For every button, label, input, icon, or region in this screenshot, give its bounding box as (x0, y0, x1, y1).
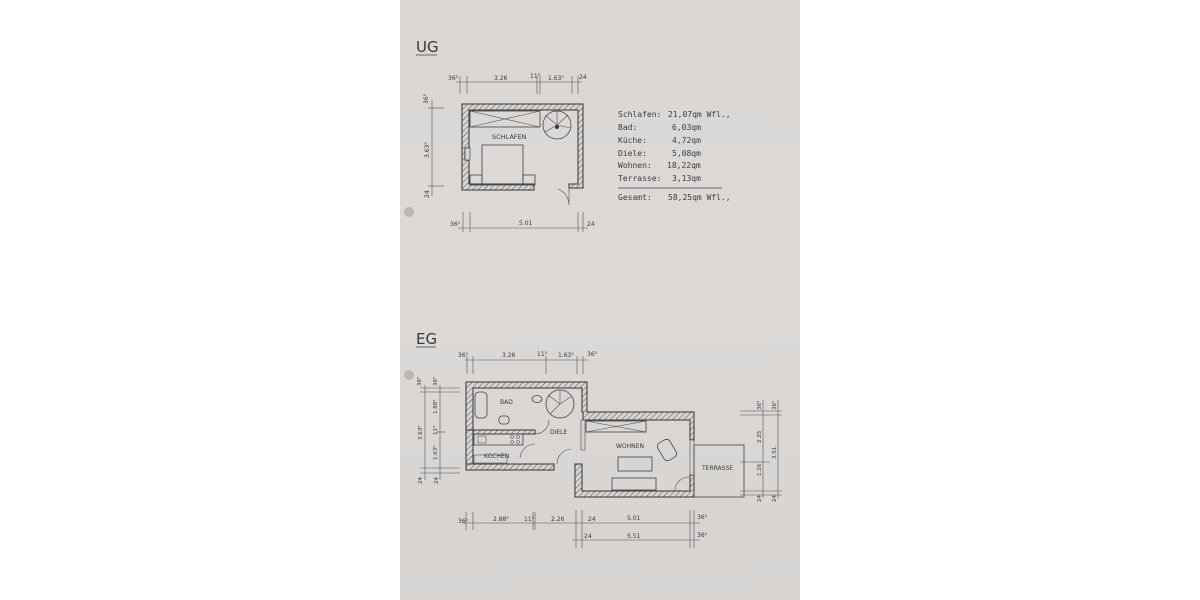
room-label-diele: DIELE (550, 429, 568, 436)
toilet (531, 395, 543, 403)
area-value: 21,07qm Wfl., (668, 110, 731, 119)
dim-label: 36⁵ (756, 401, 763, 410)
area-value: 4,72qm (672, 136, 701, 145)
dim-label: 3.26 (494, 75, 508, 82)
dim-label: 1.88⁵ (432, 400, 439, 414)
door-swing (534, 419, 550, 435)
dim-label: 36⁵ (697, 532, 708, 539)
ug-outer-wall (461, 103, 584, 191)
dim-label: 5.01 (519, 220, 533, 227)
wardrobe (469, 110, 541, 128)
dim-label: 36⁵ (458, 352, 469, 359)
dim-label: 24 (757, 495, 763, 502)
dim-label: 36⁵ (771, 401, 778, 410)
dim-label: 1.26 (757, 463, 763, 476)
door-swing (519, 443, 536, 459)
dim-label: 3.51 (772, 447, 778, 459)
area-label: Bad: (618, 123, 637, 132)
dim-label: 1.63⁵ (558, 352, 574, 359)
dim-label: 11⁵ (530, 73, 541, 80)
dim-label: 11⁵ (537, 351, 548, 358)
dim-label: 36⁵ (432, 377, 439, 386)
eg-plan: EG 36⁵ 3.26 11⁵ 1.63⁵ 36⁵ 36⁵ 36⁵ 1.88⁵ … (416, 330, 782, 548)
dim-label: 36⁵ (423, 93, 430, 104)
door-swing (674, 476, 690, 492)
dim-label: 24 (587, 221, 595, 228)
washbasin (498, 415, 510, 425)
dim-label: 11⁵ (524, 516, 535, 523)
dim-label: 11⁵ (432, 426, 439, 435)
punch-hole (404, 370, 414, 380)
area-table: Schlafen: 21,07qm Wfl., Bad: 6,03qm Küch… (618, 110, 731, 202)
eg-wall-south (574, 463, 695, 498)
dim-label: 24 (584, 533, 592, 540)
dim-label: 24 (424, 190, 431, 198)
dim-label: 36⁵ (587, 351, 598, 358)
wardrobe (585, 420, 647, 433)
room-label-terrasse: TERRASSE (701, 465, 733, 472)
terrace (693, 444, 745, 498)
kitchen-counter (473, 433, 524, 446)
sofa (611, 477, 657, 491)
door-swing (556, 448, 572, 465)
ug-title: UG (416, 38, 439, 56)
dim-label: 5.01 (627, 515, 641, 522)
table (617, 456, 653, 472)
dim-label: 1.63⁵ (432, 446, 439, 460)
dim-label: 36⁵ (697, 514, 708, 521)
total-label: Gesamt: (618, 193, 652, 202)
area-value: 3,13qm (672, 174, 701, 183)
dim-label: 2.25 (757, 430, 763, 443)
area-label: Wohnen: (618, 161, 652, 170)
dim-label: 3.63⁵ (417, 426, 424, 440)
dim-label: 24 (588, 516, 596, 523)
bed (481, 144, 524, 186)
eg-title: EG (416, 330, 437, 348)
door-swing (557, 188, 570, 206)
ug-plan: UG 36⁵ 3.26 11⁵ 1.63⁵ 24 36⁵ 3.63⁵ 24 SC… (416, 38, 595, 232)
floor-plan-sheet: UG 36⁵ 3.26 11⁵ 1.63⁵ 24 36⁵ 3.63⁵ 24 SC… (400, 0, 800, 600)
dim-label: 36⁵ (458, 518, 469, 525)
area-value: 5,08qm (672, 149, 701, 158)
punch-hole (404, 207, 414, 217)
area-label: Diele: (618, 149, 647, 158)
dim-label: 24 (579, 74, 587, 81)
dim-label: 1.63⁵ (548, 75, 564, 82)
dim-label: 36⁵ (416, 377, 423, 386)
area-label: Schlafen: (618, 110, 661, 119)
total-value: 58,25qm Wfl., (668, 193, 731, 202)
dim-label: 2.88⁵ (493, 516, 509, 523)
terrace-door (689, 439, 695, 476)
room-label-wohnen: WOHNEN (616, 443, 644, 450)
area-value: 18,22qm (667, 161, 701, 170)
armchair (657, 438, 677, 462)
dim-label: 3.26 (502, 352, 516, 359)
dim-label: 36⁵ (450, 221, 461, 228)
dim-label: 24 (772, 495, 778, 502)
room-label-schlafen: SCHLAFEN (492, 133, 527, 141)
area-value: 6,03qm (672, 123, 701, 132)
dim-label: 5.51 (627, 533, 641, 540)
bathtub (474, 391, 488, 419)
floor-plan-drawing: UG 36⁵ 3.26 11⁵ 1.63⁵ 24 36⁵ 3.63⁵ 24 SC… (404, 38, 782, 548)
dim-label: 24 (418, 477, 424, 484)
dim-label: 36⁵ (448, 75, 459, 82)
dim-label: 24 (434, 477, 440, 484)
room-label-kochen: KOCHEN (484, 453, 509, 460)
dim-label: 2.26 (551, 516, 565, 523)
room-label-bad: BAD (500, 399, 513, 406)
area-label: Küche: (618, 136, 647, 145)
kitchen-table (473, 454, 508, 464)
dim-label: 3.63⁵ (424, 142, 431, 158)
area-label: Terrasse: (618, 174, 661, 183)
